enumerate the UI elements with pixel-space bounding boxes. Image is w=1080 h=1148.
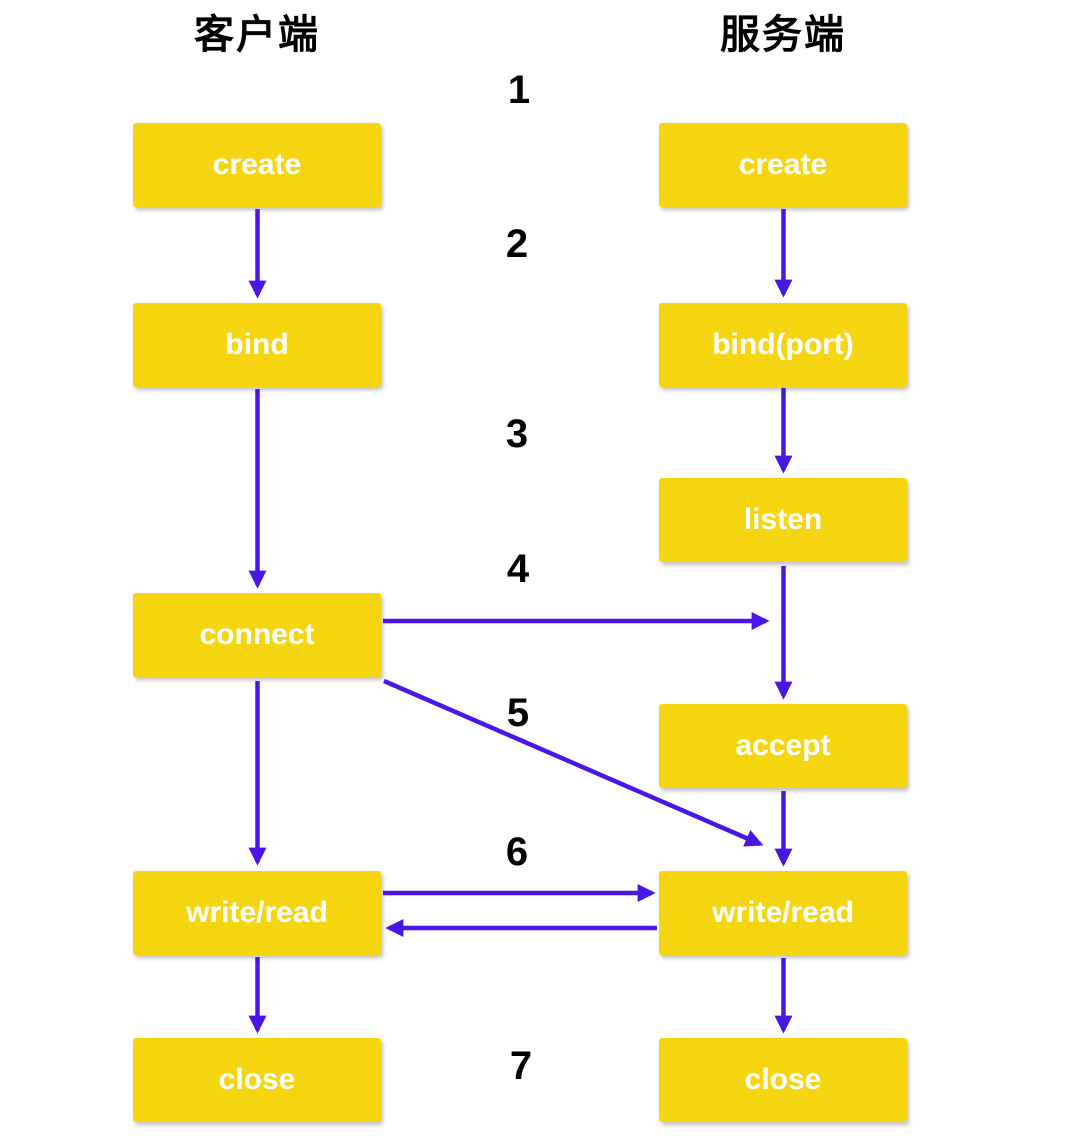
client-node-close: close [133,1038,381,1122]
server-node-create: create [659,123,907,207]
client-node-create: create [133,123,381,207]
client-node-connect: connect [133,593,381,677]
server-node-listen: listen [659,478,907,562]
server-node-accept: accept [659,704,907,788]
sequence-number-3: 3 [505,412,529,456]
server-node-write-read: write/read [659,871,907,955]
sequence-number-5: 5 [506,691,530,735]
server-column-header: 服务端 [720,13,846,57]
server-node-close: close [659,1038,907,1122]
sequence-number-6: 6 [505,830,529,874]
server-node-bind-port: bind(port) [659,303,907,387]
client-node-bind: bind [133,303,381,387]
client-node-write-read: write/read [133,871,381,955]
sequence-number-4: 4 [506,547,530,591]
client-column-header: 客户端 [194,13,320,57]
sequence-number-1: 1 [507,68,531,112]
sequence-number-2: 2 [505,222,529,266]
sequence-number-7: 7 [509,1044,533,1088]
